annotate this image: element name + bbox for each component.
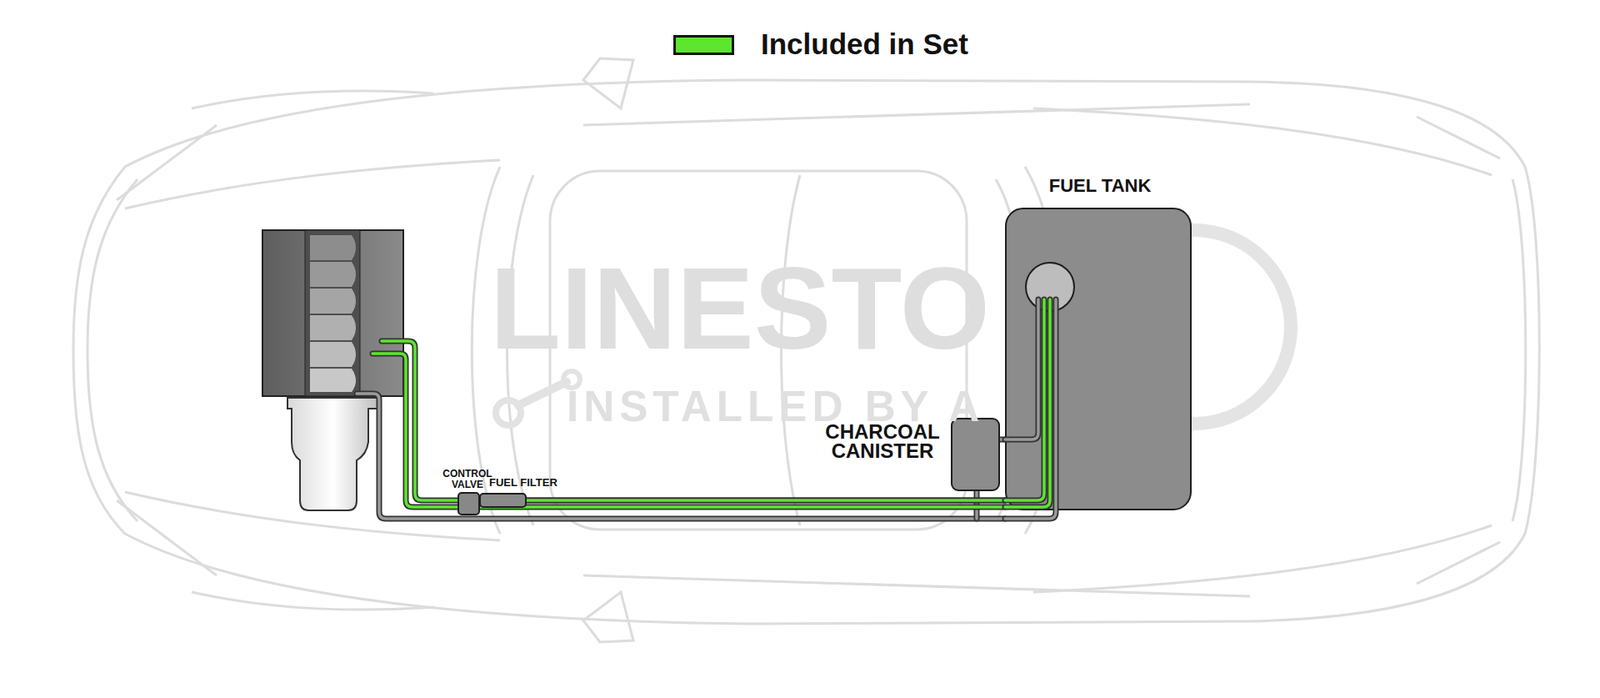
control-valve: CONTROL VALVE [457, 491, 480, 515]
watermark-text: LINESTO [490, 250, 990, 366]
legend-swatch [673, 35, 735, 55]
fuel-tank: FUEL TANK [1005, 207, 1192, 510]
fuel-line [1005, 299, 1045, 500]
fuel-line [1005, 299, 1039, 440]
tank-piping [1005, 207, 1197, 516]
part-label: CHARCOAL CANISTER [819, 422, 946, 461]
part-label: CONTROL VALVE [441, 468, 494, 490]
fuel-line [1005, 299, 1056, 519]
watermark-text: INSTALLED BY A [566, 385, 985, 428]
fuel-line [1005, 299, 1056, 519]
fuel-filter: FUEL FILTER [479, 492, 527, 508]
engine [262, 230, 404, 510]
fuel-line [1005, 299, 1045, 500]
legend-text: Included in Set [760, 26, 969, 62]
fuel-line [1005, 299, 1050, 507]
fuel-line [1005, 299, 1050, 507]
fuel-line [1005, 299, 1039, 440]
fuel-line-connector [526, 500, 1005, 501]
fuel-lines [356, 340, 1005, 519]
charcoal-canister: CHARCOAL CANISTER [950, 417, 1000, 491]
car-outline [73, 58, 1540, 642]
part-label: FUEL FILTER [489, 476, 558, 489]
part-label: FUEL TANK [998, 175, 1202, 196]
